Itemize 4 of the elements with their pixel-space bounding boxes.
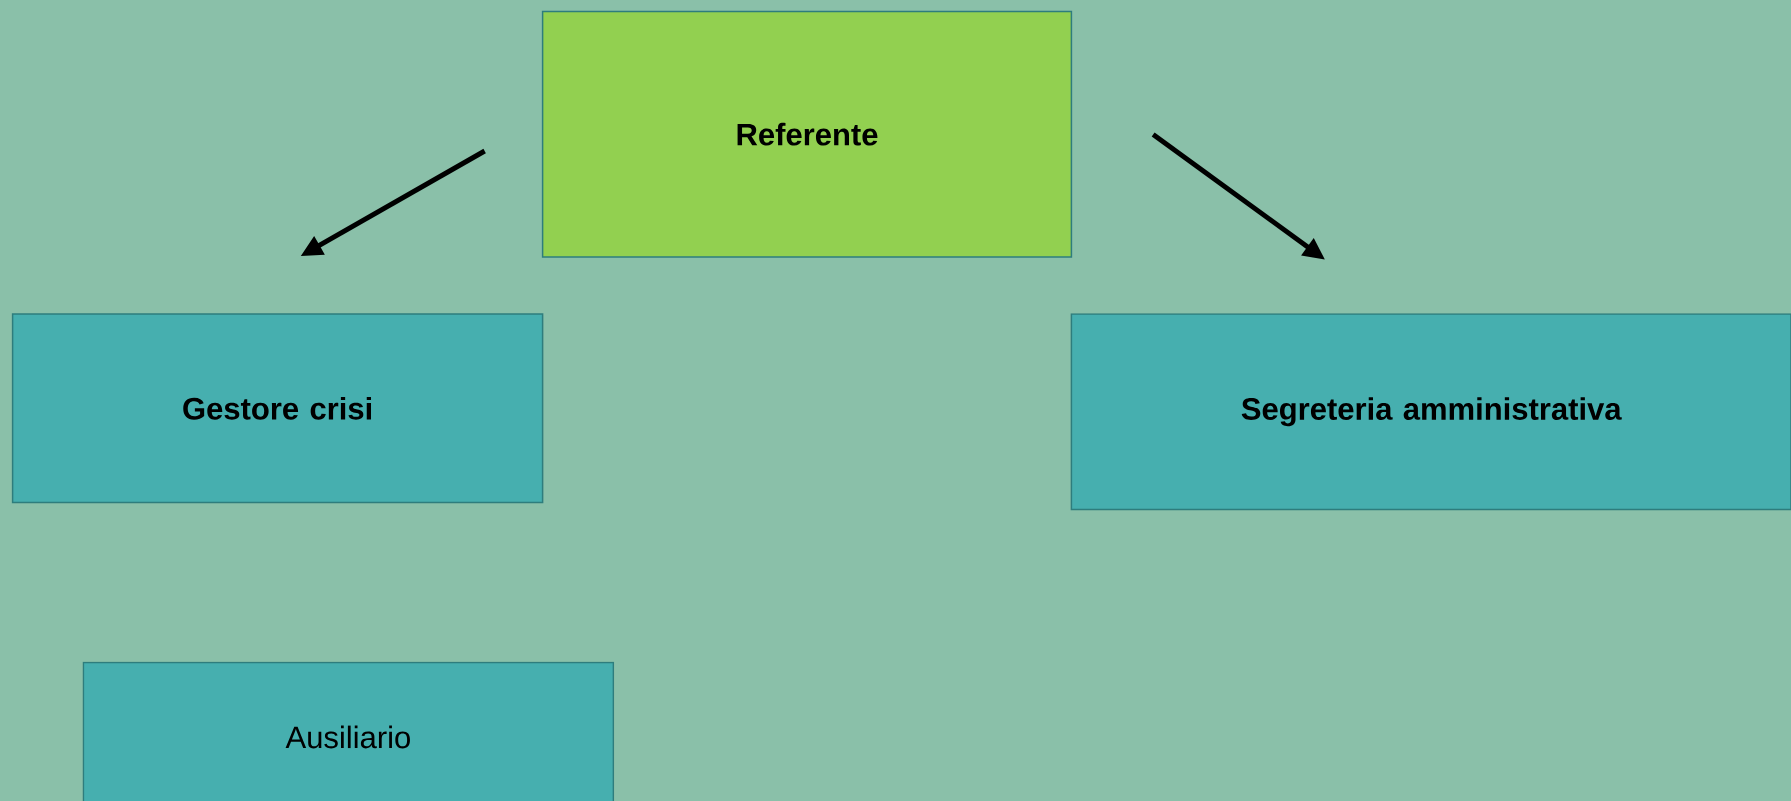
org-box: Ausiliario bbox=[82, 661, 615, 801]
org-box: Referente bbox=[541, 10, 1073, 258]
org-box: Segreteria amministrativa bbox=[1070, 313, 1791, 511]
org-box: Gestore crisi bbox=[11, 313, 544, 504]
